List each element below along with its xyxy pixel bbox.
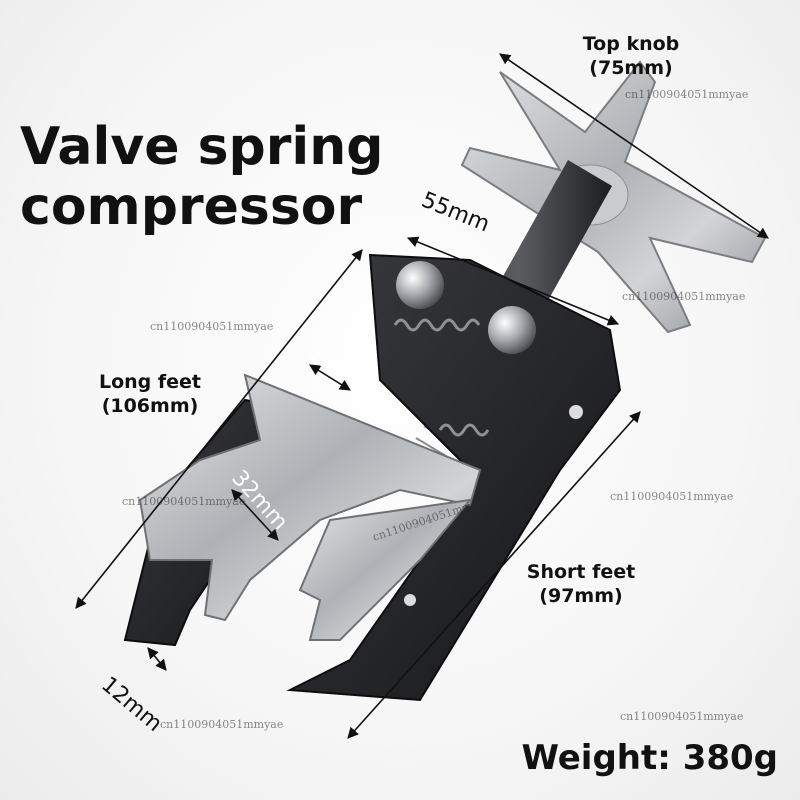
top-knob-label: Top knob (75mm): [572, 32, 690, 80]
top-knob-size: (75mm): [589, 57, 673, 79]
dim-jaw: [231, 489, 279, 541]
watermark: cn1100904051mmyae: [625, 88, 749, 101]
watermark: cn1100904051mmyae: [622, 290, 746, 303]
watermark: cn1100904051mmyae: [160, 718, 284, 731]
dim-slot: [309, 364, 351, 391]
watermark: cn1100904051mmyae: [610, 490, 734, 503]
dim-short-feet: [347, 411, 641, 739]
dim-width: [406, 236, 620, 326]
long-feet-label: Long feet (106mm): [80, 370, 220, 418]
watermark: cn1100904051mmyae: [122, 495, 246, 508]
long-feet-size: (106mm): [101, 395, 199, 417]
dim-long-feet: [75, 249, 363, 609]
dim-top-knob: [499, 53, 769, 239]
top-knob-text: Top knob: [582, 33, 680, 55]
watermark: cn1100904051mmyae: [620, 710, 744, 723]
dimension-lines: [75, 53, 769, 739]
short-feet-text: Short feet: [526, 561, 636, 583]
short-feet-label: Short feet (97mm): [520, 560, 642, 608]
dim-tip: [147, 647, 167, 671]
title-line-2: compressor: [20, 177, 363, 237]
watermark: cn1100904051mmyae: [150, 320, 274, 333]
title-line-1: Valve spring: [20, 117, 384, 177]
weight-label: Weight: 380g: [521, 738, 778, 778]
short-feet-size: (97mm): [539, 585, 623, 607]
long-feet-text: Long feet: [98, 371, 202, 393]
